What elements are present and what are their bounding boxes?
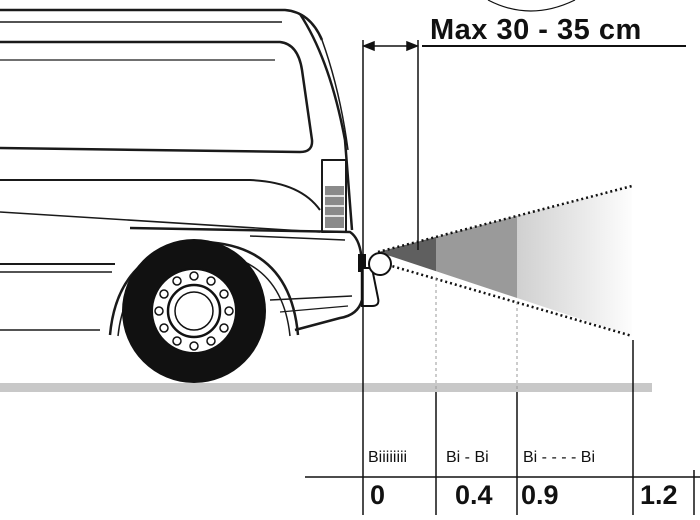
zone-2-beep: Bi - - - - Bi <box>523 449 595 466</box>
zone-2-fill <box>517 186 632 336</box>
rear-sensor-icon <box>358 254 366 272</box>
detection-cone <box>378 186 632 336</box>
wheel-icon <box>122 239 266 383</box>
cone-upper-edge <box>377 184 633 254</box>
zone-1-distance: 0.4 <box>455 480 493 510</box>
zone-2-distance: 0.9 <box>521 480 559 510</box>
zone-3-distance: 1.2 <box>640 480 678 510</box>
zone-0-beep: Biiiiiiii <box>368 449 408 466</box>
zone-1-fill <box>436 186 517 336</box>
header-arc <box>487 0 576 12</box>
max-range-label: Max 30 - 35 cm <box>430 14 642 46</box>
ground-line <box>0 383 652 392</box>
zone-1-beep: Bi - Bi <box>446 449 489 466</box>
tow-ball-icon <box>361 252 392 307</box>
cone-lower-edge <box>377 260 633 338</box>
dimension-arrow-icon <box>361 40 420 52</box>
zone-0-distance: 0 <box>370 480 386 510</box>
